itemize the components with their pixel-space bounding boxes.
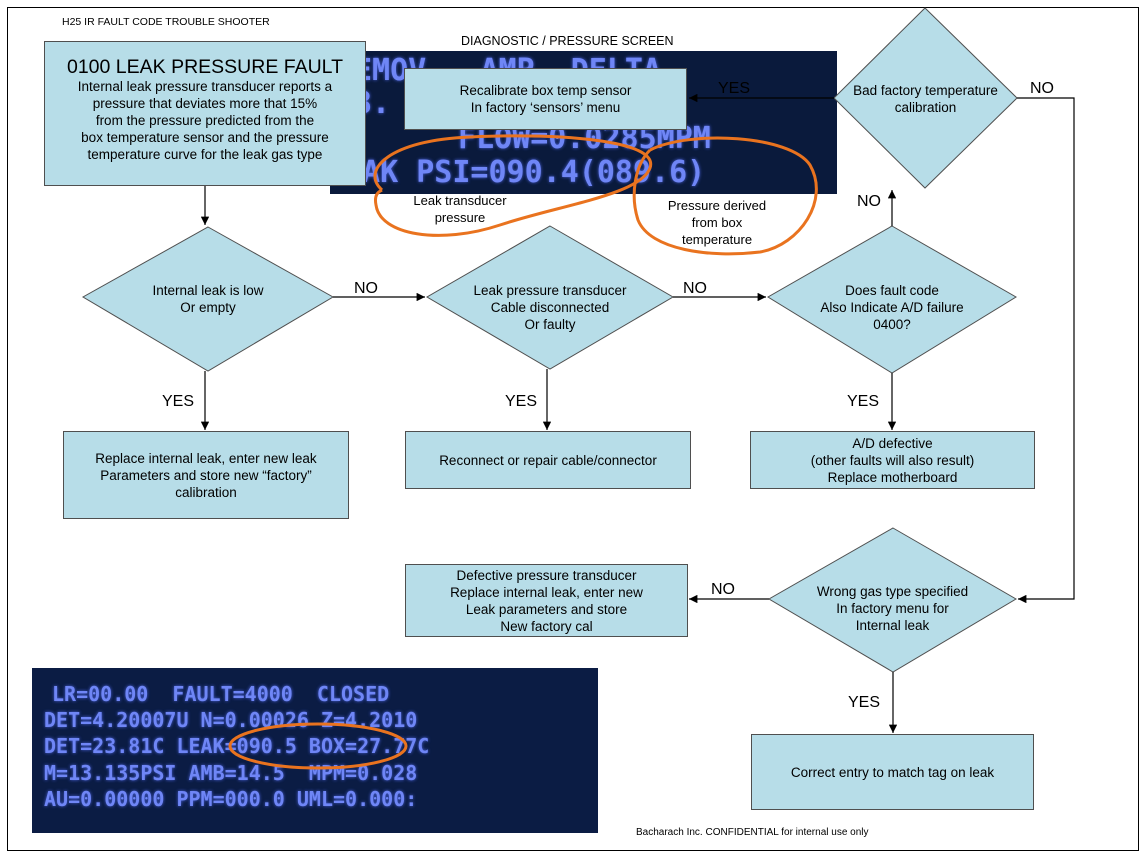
edge-label-no-wrong-gas: NO <box>711 581 735 598</box>
page-frame <box>7 7 1139 851</box>
lcd-line: DET=23.81C LEAK=090.5 BOX=27.77C <box>44 734 430 758</box>
screen-label: DIAGNOSTIC / PRESSURE SCREEN <box>461 34 674 48</box>
fault-description-box: 0100 LEAK PRESSURE FAULT Internal leak p… <box>44 41 366 186</box>
fault-title: 0100 LEAK PRESSURE FAULT <box>66 56 343 78</box>
confidential-notice: Bacharach Inc. CONFIDENTIAL for internal… <box>636 827 869 838</box>
edge-label-no-up: NO <box>857 193 881 210</box>
diamond-cable <box>426 225 674 370</box>
edge-label-no-1: NO <box>354 280 378 297</box>
lcd-line: LR=00.00 FAULT=4000 CLOSED <box>52 682 390 706</box>
diamond-bad-factory <box>833 7 1018 189</box>
edge-label-yes-3: YES <box>847 393 880 410</box>
diamond-internal-leak <box>81 226 335 372</box>
fault-text: Internal leak pressure transducer report… <box>77 79 333 162</box>
node-correct-entry: Correct entry to match tag on leak <box>751 734 1034 810</box>
lcd-line: M=13.135PSI AMB=14.5 MPM=0.028 <box>44 761 418 785</box>
lcd-main-screen: LR=00.00 FAULT=4000 CLOSED DET=4.20007U … <box>32 668 598 833</box>
highlight-leak-transducer <box>373 134 653 237</box>
node-reconnect: Reconnect or repair cable/connector <box>405 431 691 489</box>
edge-label-yes-wrong-gas: YES <box>848 694 881 711</box>
edge-label-yes-1: YES <box>162 393 195 410</box>
lcd-line: AU=0.00000 PPM=000.0 UML=0.000: <box>44 787 418 811</box>
edge-label-no-2: NO <box>683 280 707 297</box>
edge-label-yes-2: YES <box>505 393 538 410</box>
edge-label-yes-recal: YES <box>718 80 751 97</box>
page-title: H25 IR FAULT CODE TROUBLE SHOOTER <box>62 16 270 28</box>
highlight-pressure-derived <box>632 136 818 256</box>
edge-label-no-bad-factory: NO <box>1030 80 1054 97</box>
node-ad-defective: A/D defective(other faults will also res… <box>750 431 1035 489</box>
recalibrate-box: Recalibrate box temp sensor In factory ‘… <box>404 68 687 130</box>
